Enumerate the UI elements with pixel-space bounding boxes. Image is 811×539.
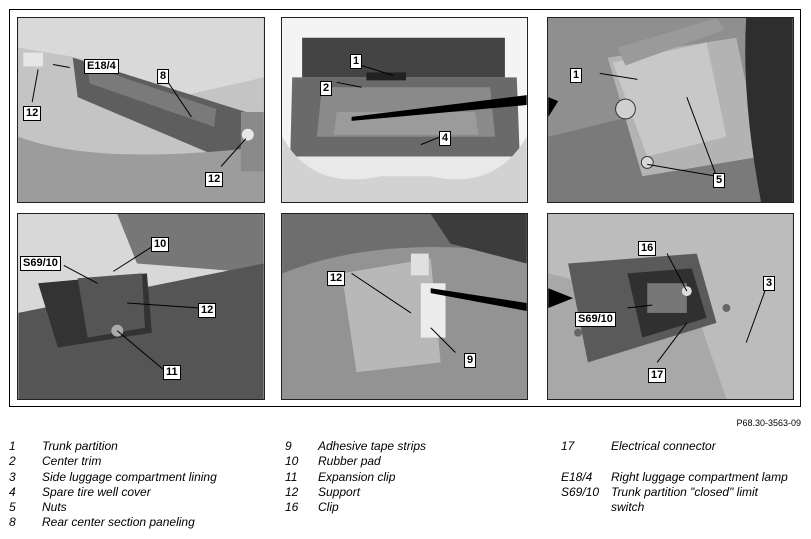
legend-item-continued: switch bbox=[561, 500, 788, 515]
legend-item: 12 Support bbox=[285, 485, 426, 500]
legend-item: 9 Adhesive tape strips bbox=[285, 439, 426, 454]
figure-reference-code: P68.30-3563-09 bbox=[736, 418, 801, 428]
legend-key: 9 bbox=[285, 439, 292, 453]
callout-1: 1 bbox=[350, 54, 363, 69]
legend-label: Electrical connector bbox=[611, 439, 716, 453]
legend-key: 4 bbox=[9, 484, 16, 499]
photo-tape-strips: 12 9 bbox=[281, 213, 528, 400]
legend-item: 2 Center trim bbox=[9, 454, 217, 469]
photo-limit-switch: 16 3 S69/10 17 bbox=[547, 213, 794, 400]
callout-12-a: 12 bbox=[23, 106, 42, 121]
callout-12-c: 12 bbox=[198, 303, 217, 318]
legend-item: 17 Electrical connector bbox=[561, 439, 788, 454]
callout-12-d: 12 bbox=[327, 271, 346, 286]
legend-item: 11 Expansion clip bbox=[285, 470, 426, 485]
callout-11: 11 bbox=[163, 365, 181, 380]
photo-trunk-overview: 1 2 4 bbox=[281, 17, 528, 203]
legend-key: 17 bbox=[561, 439, 575, 453]
legend-column-2: 9 Adhesive tape strips 10 Rubber pad 11 Exp… bbox=[285, 439, 426, 515]
legend-key: 5 bbox=[9, 500, 16, 515]
legend-label: Right luggage compartment lamp bbox=[611, 469, 788, 484]
legend-key: 8 bbox=[9, 515, 16, 530]
photo-support-clip-drawing bbox=[18, 214, 264, 399]
callout-17: 17 bbox=[648, 368, 667, 383]
legend-item: 1 Trunk partition bbox=[9, 439, 217, 454]
legend-column-1: 1 Trunk partition 2 Center trim 3 Side lugg… bbox=[9, 439, 217, 531]
callout-1-detail: 1 bbox=[570, 68, 583, 83]
legend-key: S69/10 bbox=[561, 484, 600, 499]
legend-spacer bbox=[561, 454, 788, 469]
legend-item: 3 Side luggage compartment lining bbox=[9, 470, 217, 485]
legend-label: Spare tire well cover bbox=[42, 484, 151, 499]
legend-item: 8 Rear center section paneling bbox=[9, 515, 217, 530]
callout-16: 16 bbox=[638, 241, 657, 256]
legend-key-empty bbox=[561, 500, 611, 515]
photo-tape-strips-drawing bbox=[282, 214, 527, 399]
legend-item: S69/10 Trunk partition "closed" limit bbox=[561, 485, 788, 500]
legend-key: 11 bbox=[285, 469, 298, 484]
legend-label: Support bbox=[318, 484, 361, 499]
legend-label: Adhesive tape strips bbox=[318, 439, 427, 453]
callout-12-b: 12 bbox=[205, 172, 224, 187]
legend-key: 1 bbox=[9, 439, 16, 453]
legend-key: E18/4 bbox=[561, 469, 593, 484]
legend-label: Nuts bbox=[42, 500, 67, 515]
legend-item: 10 Rubber pad bbox=[285, 454, 426, 469]
callout-3: 3 bbox=[763, 276, 776, 291]
photo-lamp-paneling-drawing bbox=[18, 18, 264, 202]
legend-key: 2 bbox=[9, 454, 16, 469]
callout-S69-10-a: S69/10 bbox=[20, 256, 61, 271]
legend-key: 16 bbox=[285, 500, 299, 515]
callout-8: 8 bbox=[157, 69, 170, 84]
legend-key: 3 bbox=[9, 469, 16, 484]
callout-2: 2 bbox=[320, 81, 333, 96]
callout-5: 5 bbox=[713, 173, 726, 188]
photo-support-clip: 10 S69/10 12 11 bbox=[17, 213, 265, 400]
callout-E18-4: E18/4 bbox=[84, 59, 119, 74]
legend-key: 12 bbox=[285, 484, 299, 499]
legend-label-continued: switch bbox=[611, 500, 645, 515]
legend-item: E18/4 Right luggage compartment lamp bbox=[561, 470, 788, 485]
legend-label: Rubber pad bbox=[318, 454, 381, 469]
callout-4: 4 bbox=[439, 131, 452, 146]
photo-partition-nuts-drawing bbox=[548, 18, 793, 202]
legend-item: 4 Spare tire well cover bbox=[9, 485, 217, 500]
photo-partition-nuts: 1 5 bbox=[547, 17, 794, 203]
legend-label: Trunk partition bbox=[42, 439, 118, 453]
legend-item: 16 Clip bbox=[285, 500, 426, 515]
legend-column-3: 17 Electrical connector E18/4 Right luggag… bbox=[561, 439, 788, 515]
legend-item: 5 Nuts bbox=[9, 500, 217, 515]
legend-label: Side luggage compartment lining bbox=[42, 469, 217, 484]
figure-frame: E18/4 8 12 12 1 2 4 bbox=[9, 9, 801, 407]
legend-key: 10 bbox=[285, 454, 299, 469]
photo-lamp-paneling: E18/4 8 12 12 bbox=[17, 17, 265, 203]
legend-label: Rear center section paneling bbox=[42, 515, 195, 530]
callout-10: 10 bbox=[151, 237, 170, 252]
photo-trunk-overview-drawing bbox=[282, 18, 527, 202]
legend-label: Trunk partition "closed" limit bbox=[611, 484, 759, 499]
callout-9: 9 bbox=[464, 353, 477, 368]
legend-label: Expansion clip bbox=[318, 469, 396, 484]
legend-label: Clip bbox=[318, 500, 339, 515]
callout-S69-10-b: S69/10 bbox=[575, 312, 616, 327]
legend-label: Center trim bbox=[42, 454, 102, 469]
photo-limit-switch-drawing bbox=[548, 214, 793, 399]
